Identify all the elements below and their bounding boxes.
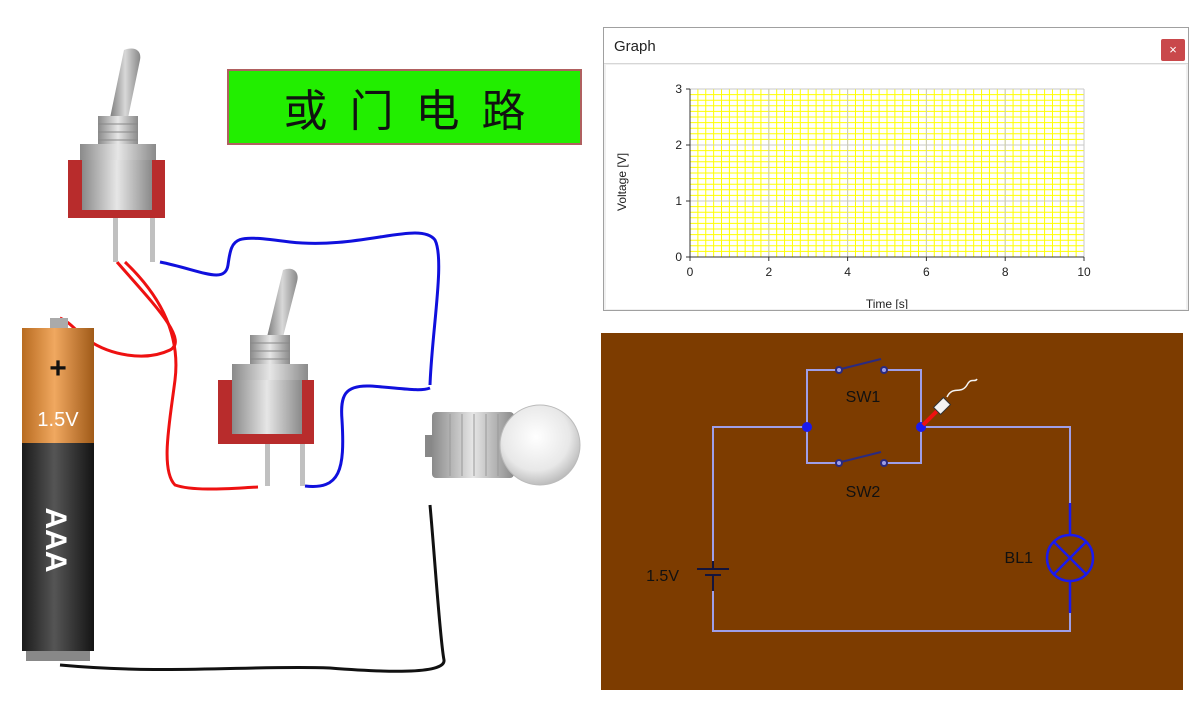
wire-blue[interactable] [159,231,441,488]
probe-icon[interactable] [921,378,978,427]
toggle-switch-1[interactable] [68,48,165,262]
y-tick-label: 3 [675,82,682,96]
schematic-wires [712,369,1071,632]
title-banner: 或门电路 [227,69,582,145]
junction-left [802,422,812,432]
schematic-battery[interactable] [697,561,729,591]
y-axis-label: Voltage [V] [615,153,629,211]
graph-titlebar[interactable]: Graph × [604,28,1188,64]
schematic-lamp[interactable] [1045,503,1095,613]
battery[interactable]: + 1.5V AAA [22,318,94,661]
wire-black[interactable] [59,504,446,673]
x-tick-label: 6 [923,265,930,279]
schematic-switch-sw1[interactable] [835,358,888,374]
battery-voltage-schematic-label: 1.5V [646,568,679,585]
voltage-plot: 0 2 4 6 8 10 0 1 2 3 Voltage [V] Time [s] [615,82,1091,311]
x-tick-label: 8 [1002,265,1009,279]
schematic-diagram: SW1 SW2 1.5V BL1 [646,358,1095,632]
sw1-label: SW1 [846,389,881,406]
sw2-label: SW2 [846,484,881,501]
title-text: 或门电路 [283,86,548,137]
schematic-switch-sw2[interactable] [835,451,888,467]
x-tick-label: 2 [765,265,772,279]
graph-window-title: Graph [614,38,656,55]
x-tick-label: 4 [844,265,851,279]
x-tick-label: 0 [687,265,694,279]
schematic-panel: SW1 SW2 1.5V BL1 [601,333,1183,690]
close-icon[interactable]: × [1161,39,1185,61]
y-tick-label: 0 [675,250,682,264]
light-bulb[interactable] [425,404,581,486]
lamp-label: BL1 [1005,550,1034,567]
graph-body: 0 2 4 6 8 10 0 1 2 3 Voltage [V] Time [s] [606,65,1186,311]
x-tick-label: 10 [1077,265,1091,279]
y-tick-label: 2 [675,138,682,152]
battery-type-label: AAA [39,508,72,573]
y-tick-label: 1 [675,194,682,208]
battery-plus-sign: + [49,352,67,385]
graph-window[interactable]: Graph × 0 2 4 6 8 10 0 1 2 3 Voltage [V] Time [s] [603,27,1189,311]
toggle-switch-2[interactable] [218,268,314,486]
x-axis-label: Time [s] [866,297,908,309]
battery-voltage-label: 1.5V [37,409,79,431]
